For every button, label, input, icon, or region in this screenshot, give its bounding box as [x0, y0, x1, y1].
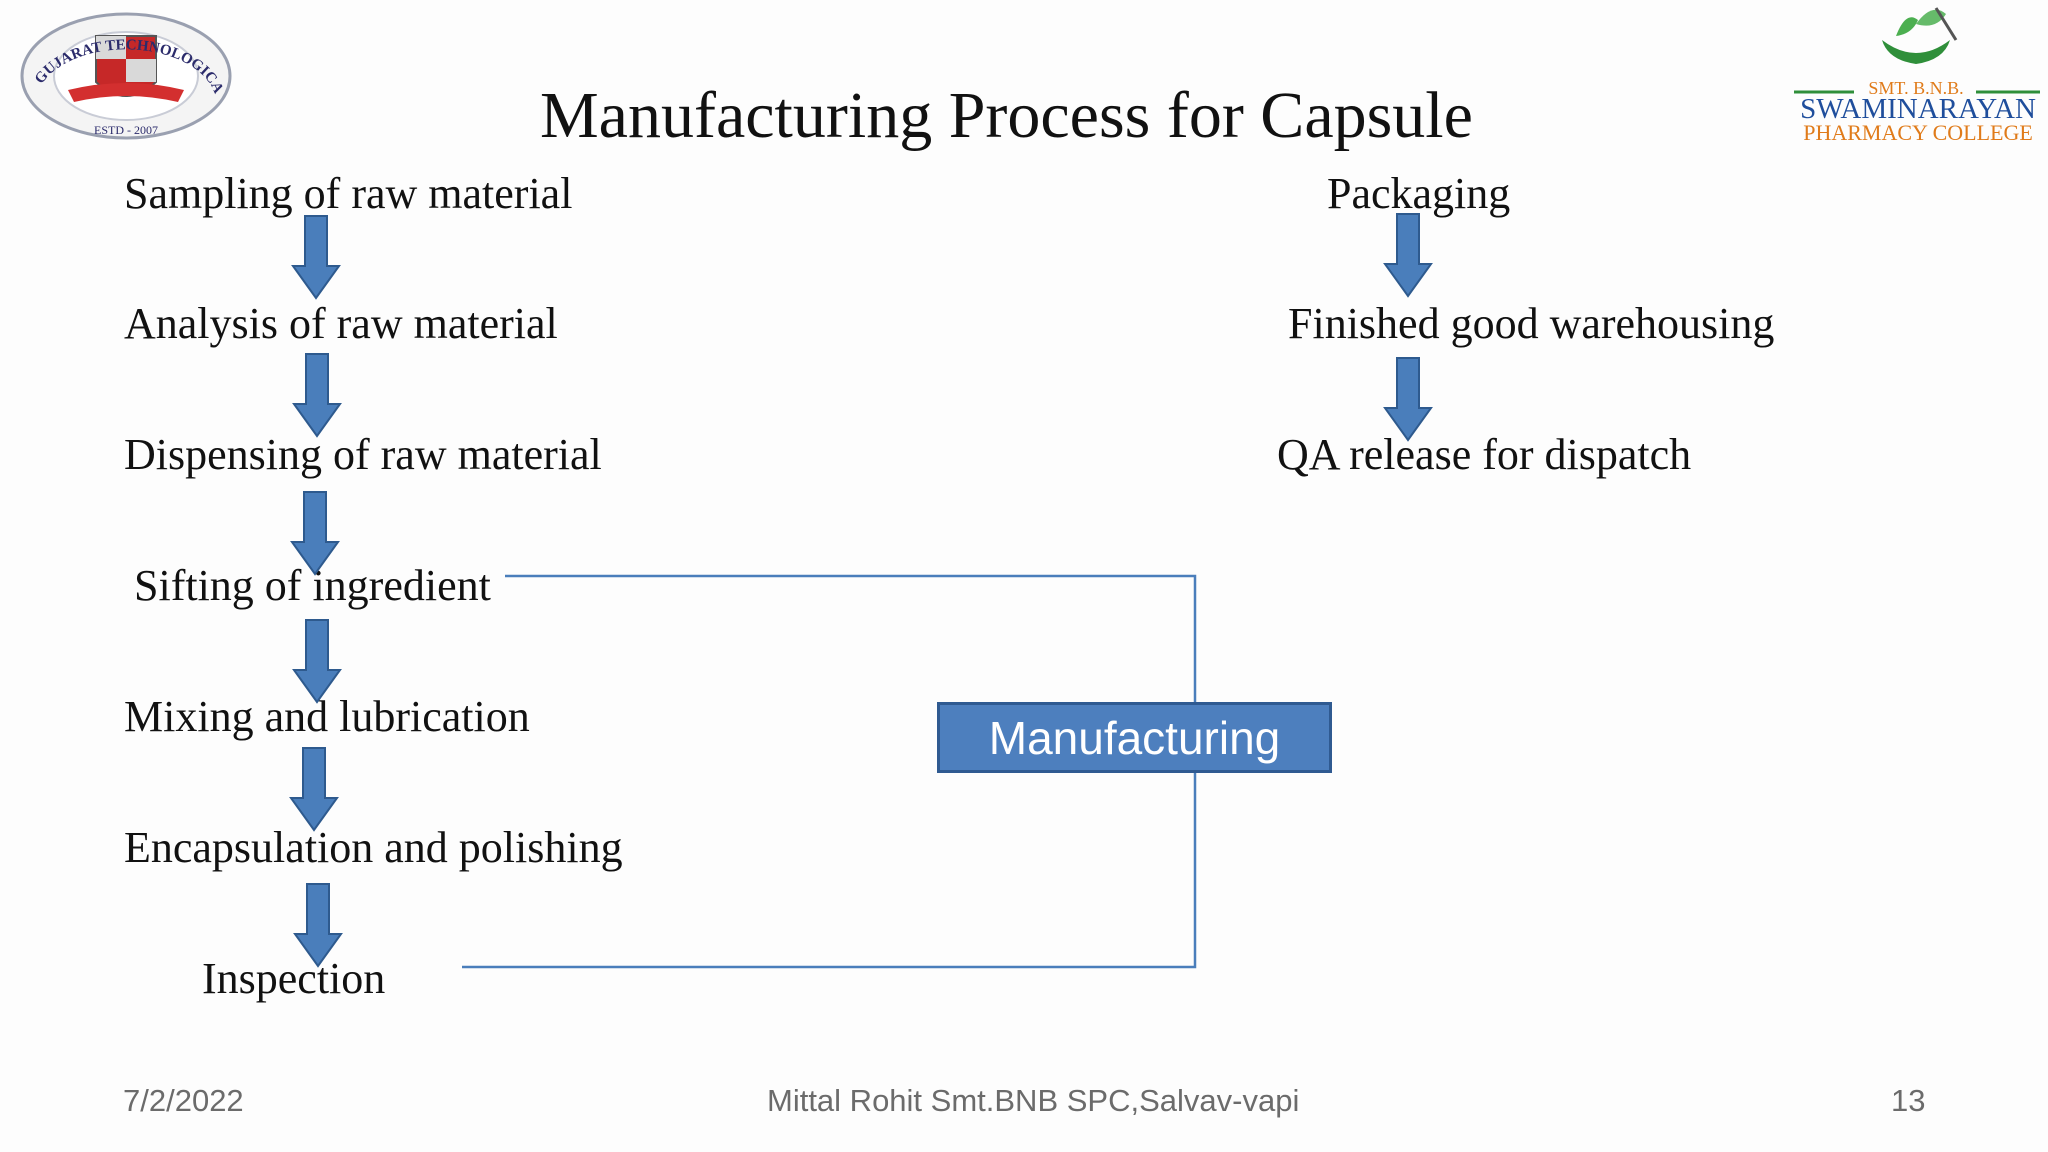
arrow-down-icon	[1383, 213, 1433, 298]
college-logo-line1: SMT. B.N.B.	[1868, 78, 1963, 98]
arrow-down-icon	[1383, 357, 1433, 442]
slide-title: Manufacturing Process for Capsule	[540, 79, 1473, 152]
step-inspection: Inspection	[202, 954, 386, 1003]
college-logo: SMT. B.N.B. SWAMINARAYAN PHARMACY COLLEG…	[1786, 0, 2048, 150]
step-sampling: Sampling of raw material	[124, 169, 573, 218]
step-dispensing: Dispensing of raw material	[124, 430, 602, 479]
gtu-logo-est: ESTD - 2007	[94, 123, 158, 137]
arrow-down-icon	[292, 619, 342, 704]
gtu-logo: GUJARAT TECHNOLOGICAL UNIVERSITY ESTD - …	[3, 0, 240, 144]
arrow-down-icon	[289, 747, 339, 832]
step-warehousing: Finished good warehousing	[1288, 299, 1775, 348]
college-logo-line3: PHARMACY COLLEGE	[1803, 120, 2033, 145]
step-qa-release: QA release for dispatch	[1277, 430, 1692, 479]
step-packaging: Packaging	[1327, 169, 1511, 218]
footer-author: Mittal Rohit Smt.BNB SPC,Salvav-vapi	[767, 1083, 1300, 1118]
footer-date: 7/2/2022	[123, 1083, 244, 1118]
manufacturing-label: Manufacturing	[988, 711, 1281, 764]
step-analysis: Analysis of raw material	[124, 299, 558, 348]
arrow-down-icon	[290, 491, 340, 576]
step-mixing: Mixing and lubrication	[124, 692, 530, 741]
manufacturing-label-box: Manufacturing	[937, 702, 1332, 773]
arrow-down-icon	[293, 883, 343, 968]
footer-page-number: 13	[1891, 1083, 1926, 1118]
college-logo-line2: SWAMINARAYAN	[1800, 93, 2036, 125]
arrow-down-icon	[292, 353, 342, 438]
arrow-down-icon	[291, 215, 341, 300]
step-encapsulation: Encapsulation and polishing	[124, 823, 623, 872]
